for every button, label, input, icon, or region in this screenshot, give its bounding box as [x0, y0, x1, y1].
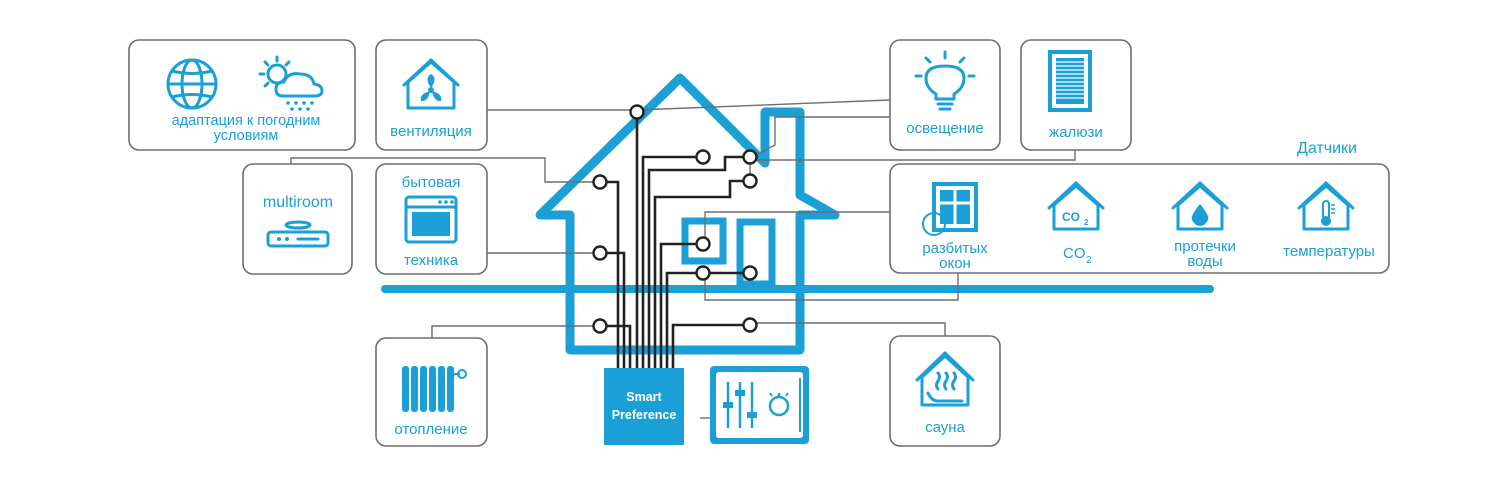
house-thermometer-icon: [1297, 181, 1355, 231]
globe-icon: [166, 58, 218, 110]
sauna-box: сауна: [889, 335, 1001, 447]
bus-wires: [600, 112, 750, 368]
heating-box: отопление: [375, 337, 488, 447]
sun-cloud-rain-icon: [258, 55, 324, 111]
ventilation-box: вентиляция: [375, 39, 488, 151]
blinds-box: жалюзи: [1020, 39, 1132, 151]
house-outline: [535, 73, 840, 355]
house-door: [736, 218, 776, 288]
co2-icon-text: CO: [1062, 210, 1080, 224]
terminal-nodes: [592, 104, 758, 334]
weather-label-line1: адаптация к погодним: [172, 113, 321, 129]
multiroom-box: multiroom: [242, 163, 353, 275]
leaks-line2: воды: [1187, 253, 1222, 270]
co2-label: CO: [1063, 245, 1086, 262]
sensors-title: Датчики: [1297, 140, 1357, 157]
lighting-label: освещение: [906, 120, 984, 137]
broken-windows-line2: окон: [939, 255, 971, 272]
smart-controller: Smart Preference: [604, 368, 684, 445]
radiator-icon: [402, 366, 467, 412]
broken-windows-line1: разбитых: [922, 240, 988, 257]
sensors-group: Датчики разбитых окон CO 2 CO 2 протечки…: [889, 140, 1390, 274]
blinds-label: жалюзи: [1049, 124, 1103, 141]
house-steam-icon: [915, 351, 975, 407]
co2-icon-sub: 2: [1084, 218, 1089, 227]
appliances-label-line2: техника: [404, 252, 459, 269]
window-icon: [922, 182, 978, 236]
temperature-label: температуры: [1283, 243, 1375, 260]
controller-line1: Smart: [626, 390, 662, 404]
co2-label-sub: 2: [1086, 255, 1092, 266]
house-fan-icon: [402, 58, 460, 110]
weather-box: адаптация к погодним условиям: [128, 39, 356, 151]
controller-line2: Preference: [612, 408, 677, 422]
leaks-line1: протечки: [1174, 238, 1236, 255]
heating-label: отопление: [394, 421, 467, 438]
equalizer-panel-icon: [710, 366, 809, 444]
house-window: [681, 217, 727, 265]
sauna-label: сауна: [925, 419, 965, 436]
oven-icon: [404, 195, 458, 244]
lightbulb-icon: [914, 50, 976, 111]
appliances-box: бытовая техника: [375, 163, 488, 275]
house-co2-icon: CO 2: [1047, 181, 1105, 231]
multiroom-label: multiroom: [263, 194, 333, 211]
appliances-label-line1: бытовая: [402, 174, 461, 191]
media-player-icon: [266, 220, 330, 248]
connector-lines: [290, 99, 1076, 419]
ventilation-label: вентиляция: [390, 123, 472, 140]
blinds-icon: [1048, 50, 1092, 112]
house-drop-icon: [1171, 181, 1229, 231]
lighting-box: освещение: [889, 39, 1001, 151]
weather-label-line2: условиям: [214, 128, 279, 144]
